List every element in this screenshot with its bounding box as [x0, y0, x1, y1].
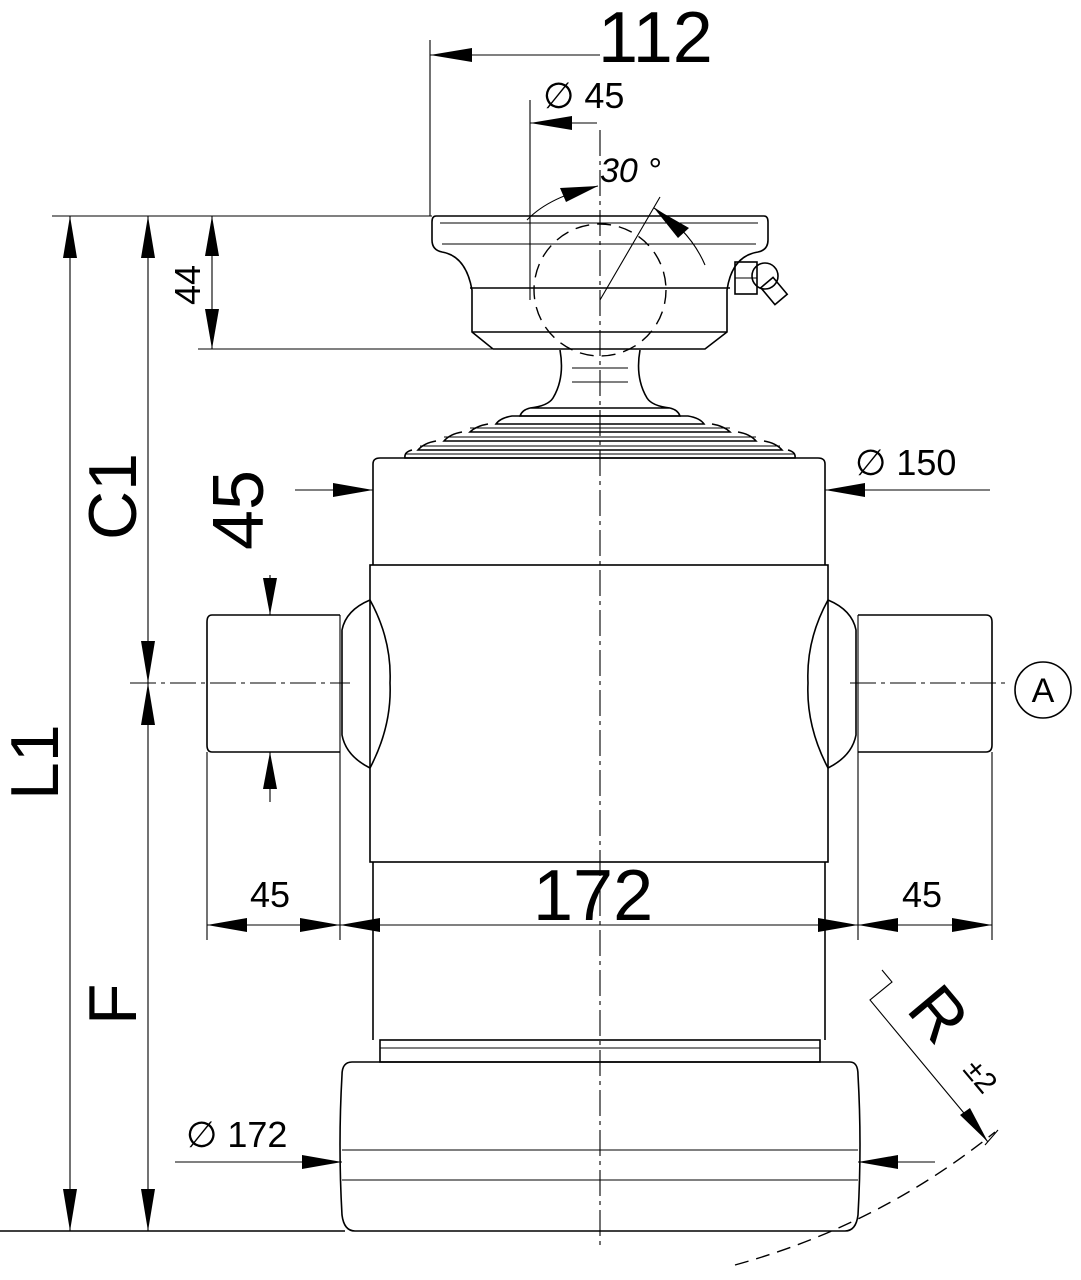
label-112: 112	[598, 0, 713, 78]
label-angle: 30 °	[600, 152, 661, 190]
label-ball-diameter: ∅ 45	[543, 75, 624, 116]
radius-dimension	[734, 969, 999, 1266]
base-diameter-dimension	[175, 1155, 935, 1169]
cylinder-barrel	[369, 457, 829, 1063]
label-44: 44	[167, 265, 208, 305]
label-radius-tolerance: ±2	[957, 1053, 1004, 1100]
angle-dimension	[526, 185, 706, 301]
label-45-right: 45	[902, 874, 942, 915]
width-dimensions	[206, 752, 993, 940]
label-barrel-diameter: ∅ 150	[855, 442, 956, 483]
trunnion-pin-right	[807, 599, 993, 769]
grease-nipple-icon	[734, 261, 789, 306]
label-base-diameter: ∅ 172	[186, 1114, 287, 1155]
head-height-dimension	[205, 216, 219, 349]
label-datum-a: A	[1032, 672, 1055, 710]
barrel-diameter-dimension	[295, 483, 990, 497]
label-45-left: 45	[250, 874, 290, 915]
telescopic-stages	[404, 407, 796, 459]
l1-dimension	[63, 216, 77, 1231]
cylinder-base	[339, 1061, 861, 1232]
label-l1: L1	[0, 724, 73, 800]
cylinder-head	[431, 215, 769, 409]
ball-diameter-dimension	[529, 100, 597, 300]
trunnion-pin-left	[206, 599, 391, 769]
label-pin-offset: 45	[199, 470, 279, 550]
label-c1: C1	[75, 453, 151, 540]
label-f: F	[75, 983, 151, 1025]
top-offset-dimension	[429, 40, 600, 216]
c1-f-dimension	[141, 216, 155, 1231]
datum-circle	[1014, 661, 1072, 719]
pin-offset-dimension	[263, 575, 277, 802]
label-172: 172	[533, 856, 653, 936]
ball-joint-hidden	[533, 223, 667, 357]
